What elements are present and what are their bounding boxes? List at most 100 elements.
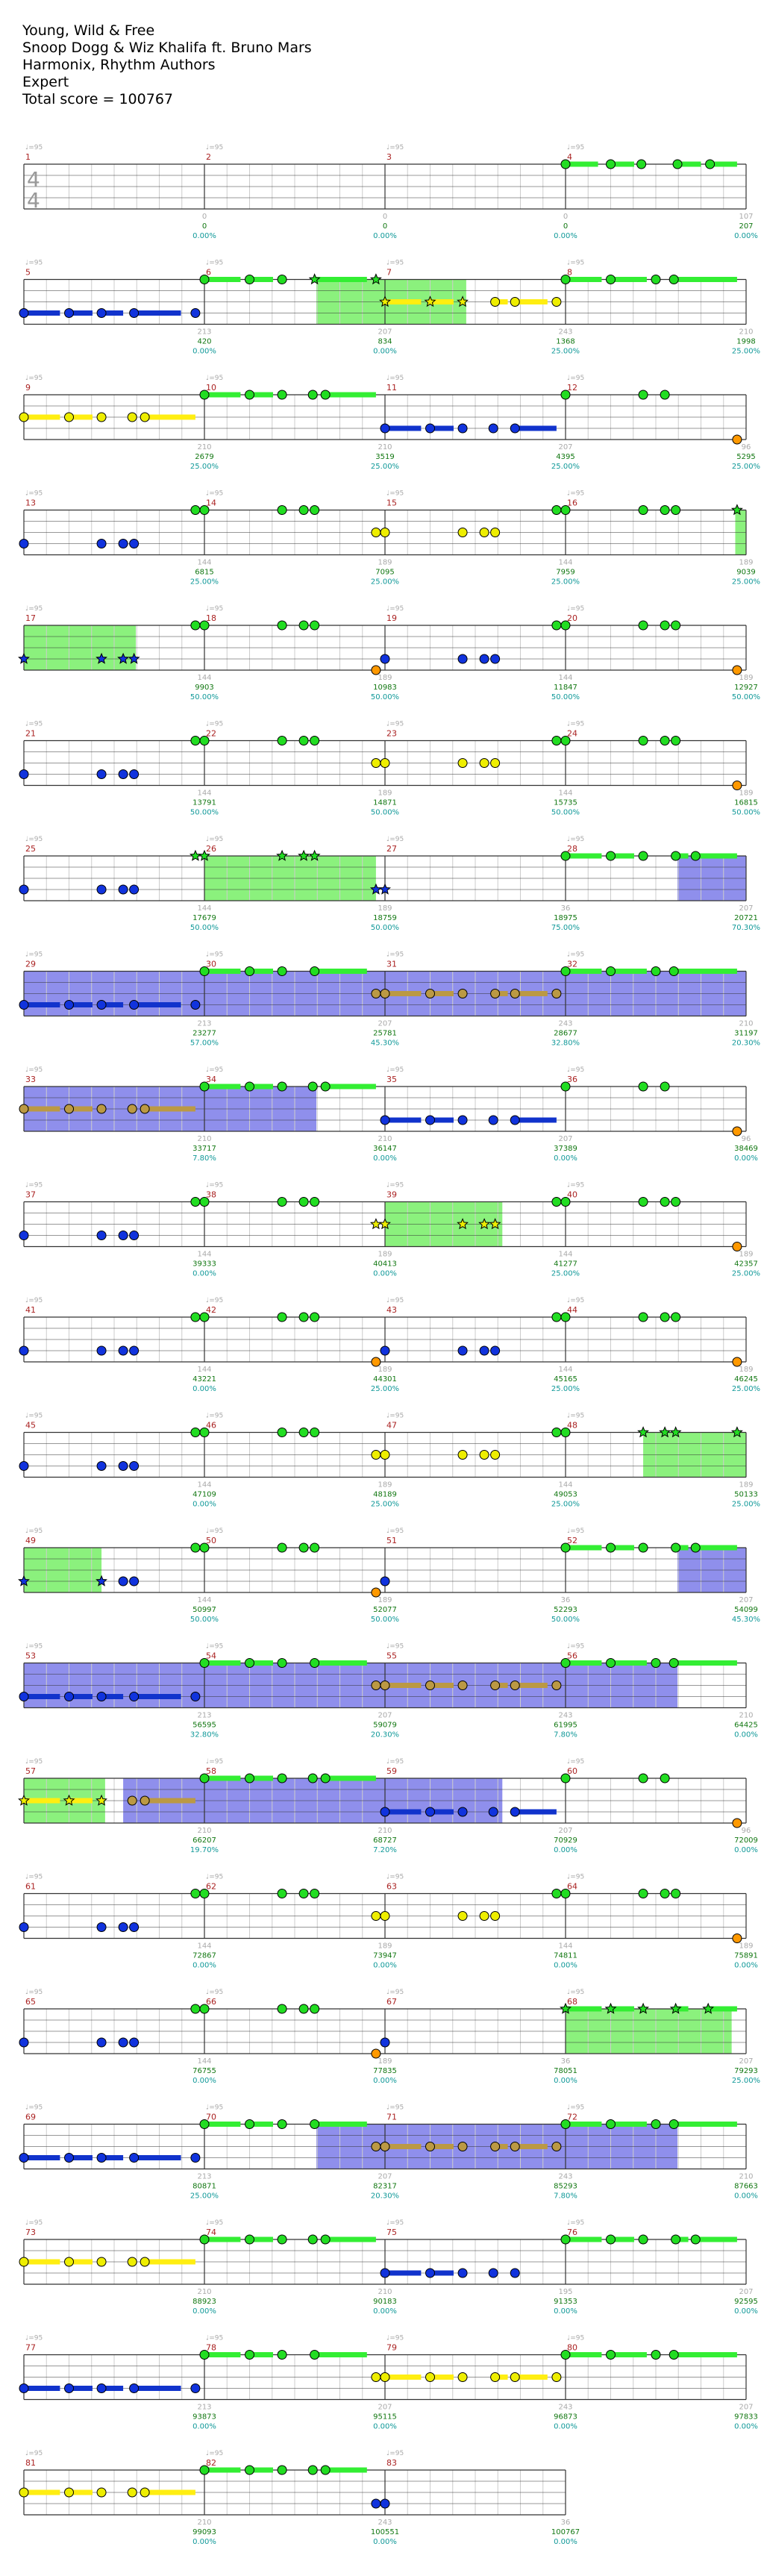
- measure-sp-percent: 25.00%: [732, 463, 760, 471]
- note-gem-icon: [96, 1000, 107, 1010]
- note-gem-icon: [190, 1197, 201, 1207]
- sustain-tail: [515, 1809, 557, 1815]
- measure-number: 65: [25, 1997, 36, 2007]
- note-gem-icon: [425, 2142, 435, 2151]
- measure-score: 50997: [192, 1606, 216, 1614]
- sustain-tail: [675, 853, 689, 859]
- note-gem-icon: [298, 2004, 309, 2014]
- measure-ticks: 207: [558, 1135, 572, 1143]
- song-header: Young, Wild & Free Snoop Dogg & Wiz Khal…: [22, 22, 312, 108]
- measure-sp-percent: 20.30%: [371, 2192, 399, 2201]
- note-gem-icon: [638, 1081, 648, 1092]
- tempo-marker: ♩=95: [206, 1066, 223, 1074]
- measure-score: 44301: [373, 1375, 397, 1384]
- measure-ticks: 189: [378, 1596, 392, 1604]
- measure-sp-percent: 0.00%: [192, 232, 216, 240]
- note-gem-icon: [671, 2234, 681, 2245]
- tempo-marker: ♩=95: [25, 260, 43, 267]
- note-gem-icon: [560, 1428, 571, 1437]
- measure-score: 42357: [734, 1260, 758, 1269]
- measure-ticks: 36: [561, 1596, 571, 1604]
- note-gem-icon: [671, 1889, 681, 1898]
- measure-score: 74811: [554, 1952, 577, 1960]
- sustain-tail: [495, 991, 508, 996]
- note-gem-icon: [638, 1889, 648, 1898]
- sustain-tail: [204, 277, 241, 282]
- sustain-tail: [610, 161, 634, 167]
- measure-ticks: 189: [378, 790, 392, 798]
- tempo-marker: ♩=95: [25, 2450, 43, 2457]
- measure-sp-percent: 0.00%: [734, 1962, 758, 1970]
- note-gem-icon: [551, 736, 562, 745]
- measure-score: 40413: [373, 1260, 397, 1269]
- note-gem-icon: [510, 1115, 520, 1125]
- measure-ticks: 210: [197, 1827, 211, 1835]
- measure-sp-percent: 50.00%: [371, 809, 399, 817]
- sustain-tail: [69, 1798, 93, 1804]
- measure-number: 61: [25, 1882, 36, 1892]
- measure-ticks: 210: [378, 443, 392, 451]
- note-gem-icon: [551, 2142, 562, 2151]
- note-gem-icon: [19, 1231, 29, 1240]
- tempo-marker: ♩=95: [567, 144, 584, 151]
- sustain-tail: [430, 2144, 454, 2149]
- tempo-marker: ♩=95: [206, 1297, 223, 1304]
- measure-ticks: 207: [378, 2173, 392, 2181]
- measure-sp-percent: 50.00%: [371, 924, 399, 932]
- measure-score: 91353: [554, 2298, 577, 2306]
- note-gem-icon: [638, 1773, 648, 1783]
- note-gem-icon: [490, 989, 501, 998]
- measure-number: 63: [386, 1882, 397, 1892]
- note-gem-icon: [307, 1773, 318, 1783]
- note-gem-icon: [638, 1197, 648, 1207]
- measure-score: 72867: [192, 1952, 216, 1960]
- note-gem-icon: [277, 1773, 287, 1783]
- note-gem-icon: [118, 1576, 128, 1586]
- tempo-marker: ♩=95: [206, 490, 223, 498]
- measure-sp-percent: 25.00%: [190, 578, 219, 587]
- measure-sp-percent: 45.30%: [732, 1616, 760, 1624]
- note-gem-icon: [199, 1542, 210, 1553]
- sustain-tail: [101, 2155, 124, 2160]
- note-gem-icon: [425, 423, 435, 434]
- tempo-marker: ♩=95: [206, 1528, 223, 1535]
- measure-number: 18: [206, 613, 216, 623]
- note-gem-icon: [245, 390, 254, 400]
- sustain-tail: [385, 1117, 422, 1123]
- measure-sp-percent: 25.00%: [190, 463, 219, 471]
- measure-sp-percent: 0.00%: [554, 2307, 577, 2316]
- note-gem-icon: [638, 1312, 648, 1322]
- note-gem-icon: [129, 1000, 140, 1010]
- measure-score: 14871: [373, 799, 397, 807]
- sustain-tail: [515, 2144, 548, 2149]
- tempo-marker: ♩=95: [567, 721, 584, 728]
- measure-number: 29: [25, 960, 36, 969]
- measure-number: 62: [206, 1882, 216, 1892]
- measure-number: 51: [386, 1536, 397, 1545]
- note-gem-icon: [245, 2350, 254, 2360]
- note-gem-icon: [425, 1681, 435, 1690]
- measure-score: 50133: [734, 1491, 758, 1499]
- measure-number: 7: [386, 268, 392, 278]
- note-gem-icon: [606, 1542, 616, 1553]
- sustain-tail: [249, 277, 273, 282]
- sustain-tail: [566, 2352, 602, 2357]
- note-gem-icon: [277, 1081, 287, 1092]
- measure-number: 45: [25, 1421, 36, 1431]
- measure-sp-percent: 50.00%: [190, 924, 219, 932]
- note-gem-icon: [190, 1542, 201, 1553]
- song-charter: Harmonix, Rhythm Authors: [22, 57, 216, 73]
- measure-ticks: 195: [558, 2288, 572, 2296]
- sustain-tail: [325, 1084, 376, 1090]
- measure-ticks: 207: [378, 2404, 392, 2412]
- measure-sp-percent: 0.00%: [373, 232, 397, 240]
- tempo-marker: ♩=95: [206, 951, 223, 959]
- sustain-tail: [204, 2352, 241, 2357]
- star-note-icon: [457, 296, 469, 307]
- measure-sp-percent: 0.00%: [554, 232, 577, 240]
- measure-ticks: 189: [739, 1251, 753, 1259]
- measure-number: 13: [25, 498, 36, 508]
- tempo-marker: ♩=95: [386, 951, 404, 959]
- note-gem-icon: [510, 1807, 520, 1817]
- note-gem-icon: [380, 2498, 390, 2509]
